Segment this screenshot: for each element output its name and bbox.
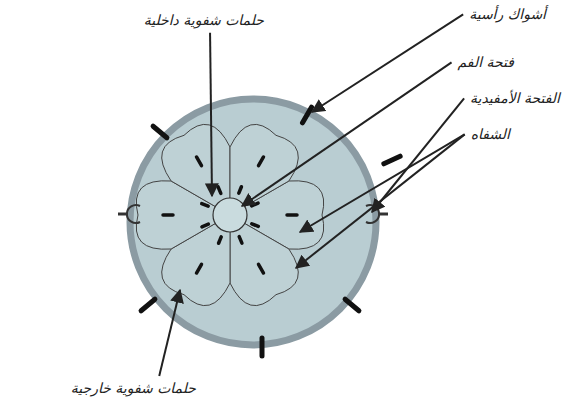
papilla <box>239 237 242 243</box>
spine <box>303 107 312 123</box>
papilla <box>197 264 202 273</box>
leader-line <box>372 98 464 212</box>
leader-line <box>300 134 465 232</box>
spine <box>345 299 359 311</box>
part-label: حلمات شفوية داخلية <box>142 12 266 29</box>
part-label: الشفاه <box>469 126 512 143</box>
papilla <box>218 187 221 193</box>
papilla <box>239 187 242 193</box>
spine <box>153 126 167 138</box>
amphids <box>118 205 388 223</box>
papilla <box>259 264 264 273</box>
part-label: فتحة الفم <box>456 54 516 71</box>
papilla <box>197 157 202 166</box>
spine <box>384 156 400 164</box>
spine <box>260 338 265 356</box>
papilla <box>163 213 173 217</box>
head-outline <box>130 99 376 345</box>
papilla <box>219 237 222 243</box>
leader-line <box>296 134 465 268</box>
spine <box>141 299 155 311</box>
lip <box>230 224 298 306</box>
papilla <box>202 224 208 227</box>
papilla <box>252 224 258 227</box>
leader-line <box>242 62 452 206</box>
leader-line <box>159 290 180 376</box>
leader-line <box>210 33 212 196</box>
part-label: أشواك رأسية <box>467 6 548 23</box>
leader-lines <box>159 14 464 376</box>
mouth-opening <box>213 198 247 232</box>
papilla <box>259 157 264 166</box>
papilla <box>287 213 297 217</box>
papilla <box>202 204 208 207</box>
leader-line <box>312 14 463 112</box>
part-label: الفتحة الأمفيدية <box>468 90 562 107</box>
papillae <box>163 157 297 273</box>
part-label: حلمات شفوية خارجية <box>69 380 198 397</box>
lip <box>162 124 230 206</box>
lips <box>136 124 323 305</box>
cephalic-spines <box>141 107 400 356</box>
papilla <box>252 203 258 206</box>
lip <box>230 124 298 206</box>
